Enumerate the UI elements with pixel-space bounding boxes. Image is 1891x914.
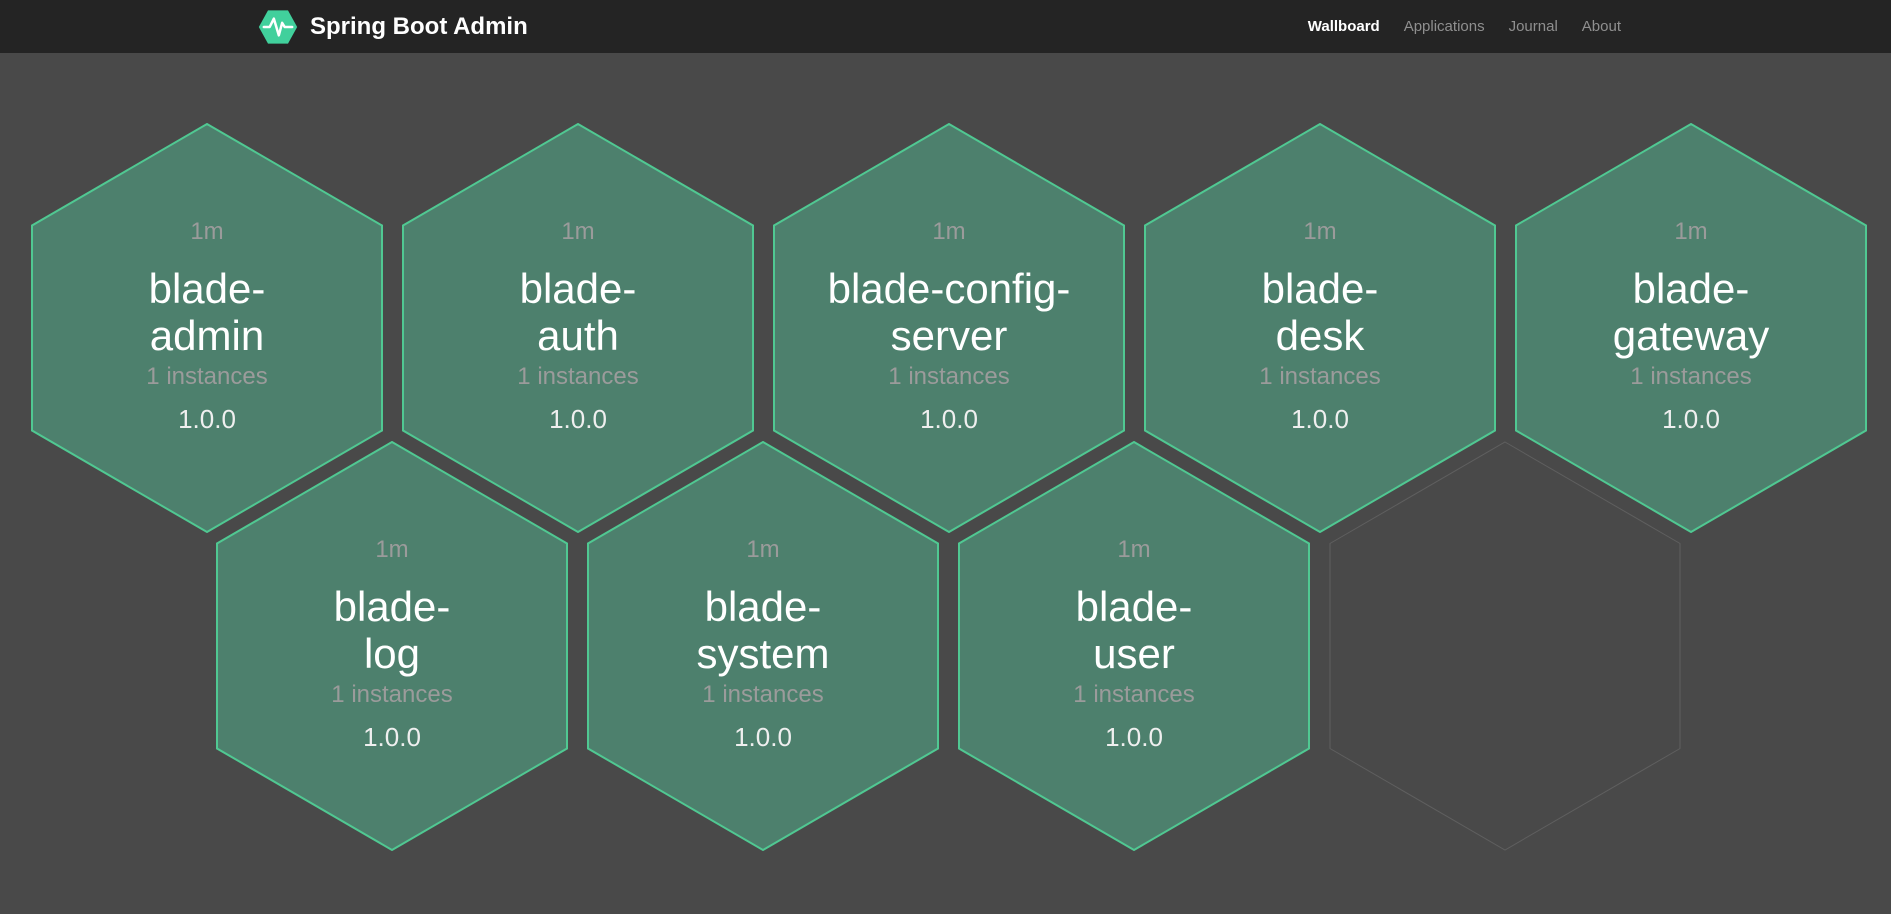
app-hexagon-blade-log[interactable]: 1m blade- log 1 instances 1.0.0 bbox=[215, 441, 569, 851]
app-hexagon-blade-user[interactable]: 1m blade- user 1 instances 1.0.0 bbox=[957, 441, 1311, 851]
wallboard: 1m blade- admin 1 instances 1.0.0 1m bla… bbox=[0, 53, 1891, 914]
hexagon-shape bbox=[402, 123, 754, 533]
hexagon-shape bbox=[773, 123, 1125, 533]
brand-title: Spring Boot Admin bbox=[310, 12, 528, 40]
nav-item-applications[interactable]: Applications bbox=[1403, 18, 1485, 35]
brand-home-link[interactable]: Spring Boot Admin bbox=[258, 9, 528, 45]
hexagon-shape bbox=[216, 441, 568, 851]
top-navbar: Spring Boot Admin Wallboard Applications… bbox=[0, 0, 1891, 53]
hexagon-shape bbox=[587, 441, 939, 851]
pulse-hexagon-logo-icon bbox=[258, 9, 298, 44]
app-hexagon-blade-system[interactable]: 1m blade- system 1 instances 1.0.0 bbox=[586, 441, 940, 851]
main-nav: Wallboard Applications Journal About bbox=[1296, 0, 1633, 53]
hexagon-shape bbox=[31, 123, 383, 533]
hexagon-shape bbox=[1515, 123, 1867, 533]
nav-item-about[interactable]: About bbox=[1581, 18, 1621, 35]
hexagon-outline-shape bbox=[1329, 441, 1681, 851]
hexagon-shape bbox=[1144, 123, 1496, 533]
navbar-container: Spring Boot Admin Wallboard Applications… bbox=[258, 0, 1633, 53]
nav-item-journal[interactable]: Journal bbox=[1508, 18, 1558, 35]
nav-item-wallboard[interactable]: Wallboard bbox=[1307, 18, 1380, 35]
empty-hexagon-slot bbox=[1328, 441, 1682, 851]
hexagon-shape bbox=[958, 441, 1310, 851]
